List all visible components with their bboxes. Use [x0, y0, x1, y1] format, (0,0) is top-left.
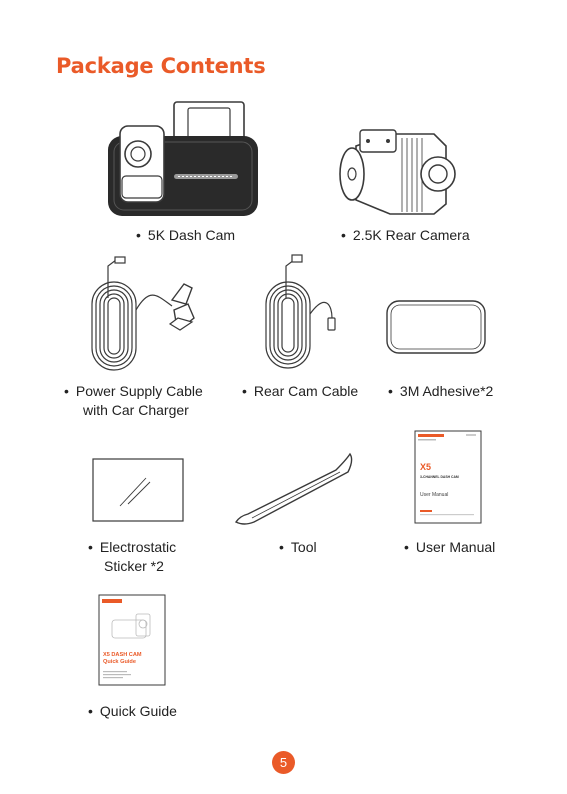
item-label: Power Supply Cable	[76, 383, 203, 399]
item-caption: • 5K Dash Cam	[136, 226, 235, 245]
item-label: Electrostatic	[100, 539, 176, 555]
adhesive-pad-icon	[384, 298, 488, 356]
bullet: •	[64, 383, 69, 399]
bullet: •	[88, 703, 93, 719]
manual-subtitle: 3-CHANNEL DASH CAM	[420, 475, 459, 479]
item-line: Sticker *2	[88, 557, 176, 576]
bullet: •	[341, 227, 346, 243]
bullet: •	[279, 539, 284, 555]
item-caption: • Quick Guide	[88, 702, 177, 721]
dash-cam-icon	[104, 98, 264, 223]
bullet: •	[136, 227, 141, 243]
item-line: with Car Charger	[64, 401, 203, 420]
rear-camera-icon	[334, 128, 462, 220]
item-label: User Manual	[416, 539, 495, 555]
page-number: 5	[272, 751, 295, 774]
item-caption: • 2.5K Rear Camera	[341, 226, 470, 245]
item-caption: • Rear Cam Cable	[242, 382, 358, 401]
guide-title-line1: X5 DASH CAM	[103, 652, 142, 658]
pry-tool-icon	[232, 450, 356, 526]
bullet: •	[88, 539, 93, 555]
manual-model: X5	[420, 462, 431, 472]
item-label: 2.5K Rear Camera	[353, 227, 470, 243]
item-label: Tool	[291, 539, 317, 555]
item-caption: • Tool	[279, 538, 317, 557]
item-label: 3M Adhesive*2	[400, 383, 493, 399]
rear-cable-icon	[262, 252, 348, 372]
bullet: •	[242, 383, 247, 399]
user-manual-icon: X5 3-CHANNEL DASH CAM User Manual	[414, 430, 482, 524]
sticker-icon	[92, 458, 184, 522]
page-title: Package Contents	[56, 54, 266, 78]
power-cable-icon	[88, 256, 208, 376]
manual-title: User Manual	[420, 492, 448, 498]
guide-title-line2: Quick Guide	[103, 659, 136, 665]
item-caption: • User Manual	[404, 538, 495, 557]
item-caption: • 3M Adhesive*2	[388, 382, 493, 401]
item-label: Rear Cam Cable	[254, 383, 358, 399]
item-line: • Power Supply Cable	[64, 382, 203, 401]
bullet: •	[388, 383, 393, 399]
item-label: 5K Dash Cam	[148, 227, 235, 243]
quick-guide-icon: X5 DASH CAM Quick Guide	[98, 594, 166, 686]
item-line: • Electrostatic	[88, 538, 176, 557]
item-caption: • Electrostatic Sticker *2	[88, 538, 176, 576]
item-label: Quick Guide	[100, 703, 177, 719]
bullet: •	[404, 539, 409, 555]
item-caption: • Power Supply Cable with Car Charger	[64, 382, 203, 420]
